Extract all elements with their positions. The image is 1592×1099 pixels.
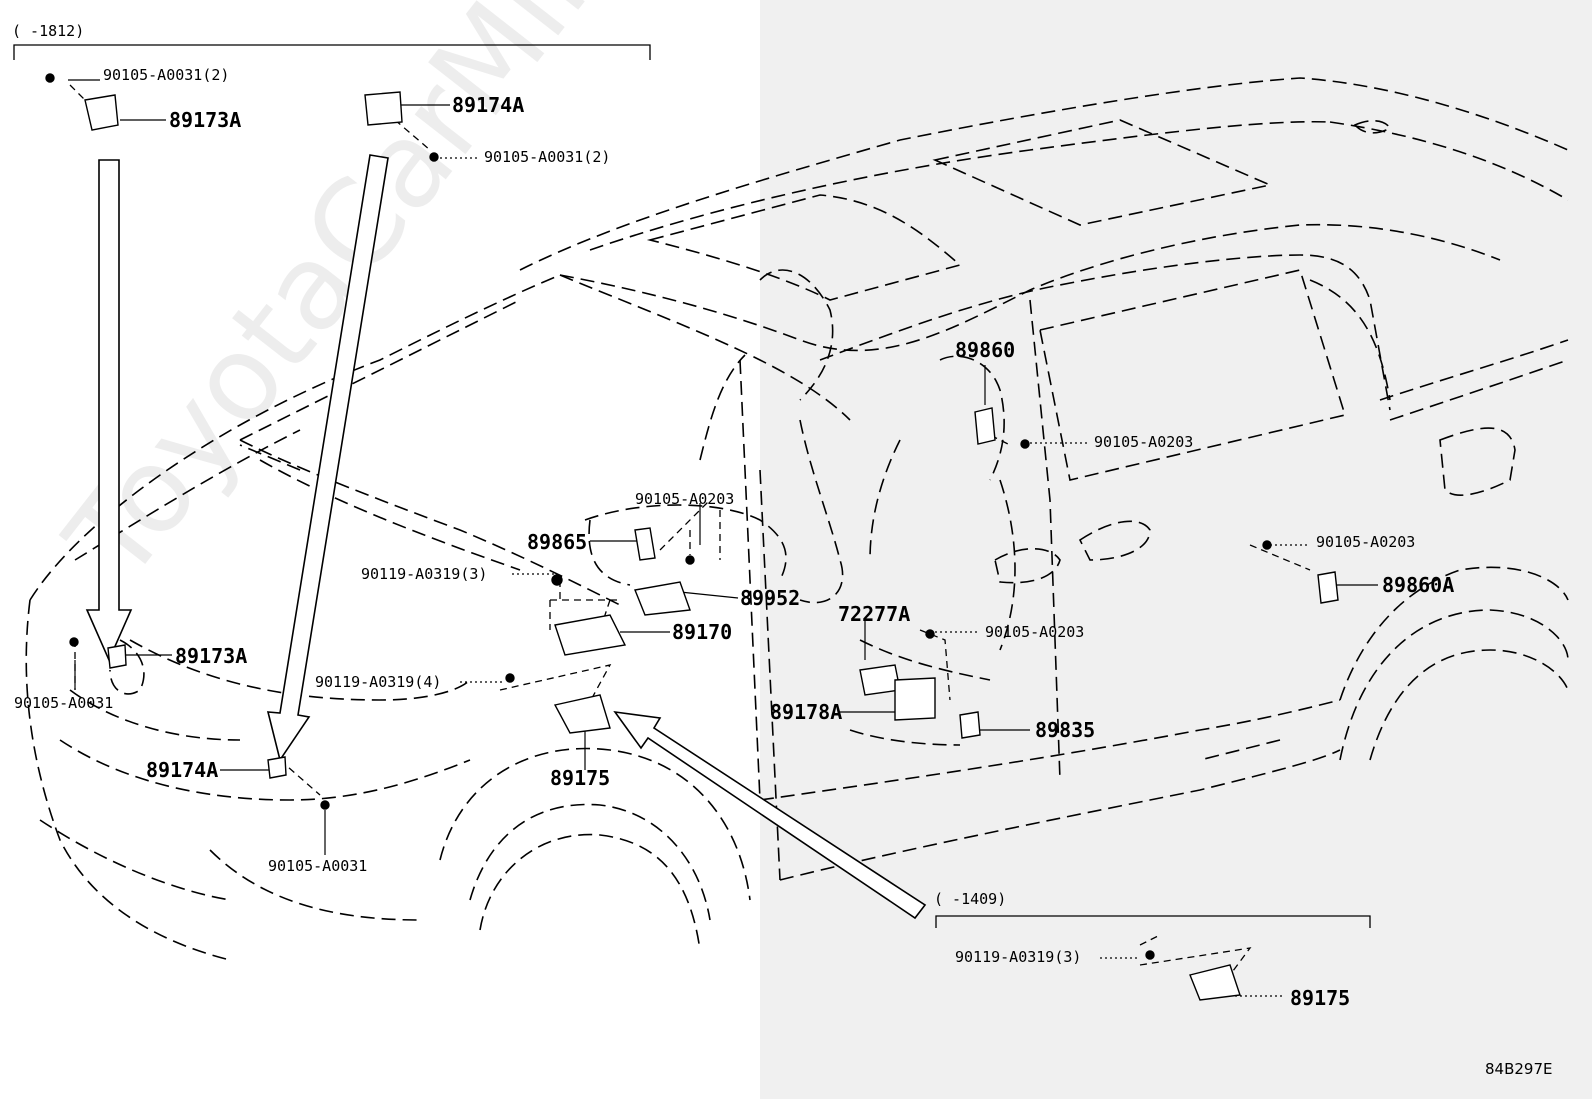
upper-left-range-label: ( -1812) <box>12 22 85 40</box>
diagram-id: 84B297E <box>1485 1060 1553 1078</box>
label-89860a: 89860A <box>1382 573 1455 597</box>
label-72277a: 72277A <box>838 602 911 626</box>
label-90105-a0203-a: 90105-A0203 <box>1094 433 1194 451</box>
label-90105-a0031-2-top: 90105-A0031(2) <box>103 66 230 84</box>
label-90105-a0031-bottom: 90105-A0031 <box>268 857 368 875</box>
leader-lines <box>68 79 1378 997</box>
label-90119-a0319-3: 90119-A0319(3) <box>361 565 488 583</box>
label-90105-a0031-2-mid: 90105-A0031(2) <box>484 148 611 166</box>
label-90105-a0031-left: 90105-A0031 <box>14 694 114 712</box>
label-90105-a0203-b: 90105-A0203 <box>635 490 735 508</box>
label-89175: 89175 <box>550 766 611 790</box>
label-89835: 89835 <box>1035 718 1096 742</box>
label-90119-a0319-3-detail: 90119-A0319(3) <box>955 948 1082 966</box>
callout-arrows <box>85 154 927 920</box>
component-icons <box>45 73 1339 1001</box>
label-89860: 89860 <box>955 338 1016 362</box>
label-89174a-bottom: 89174A <box>146 758 219 782</box>
vehicle-body-outline <box>25 77 1569 961</box>
label-89175-detail: 89175 <box>1290 986 1351 1010</box>
label-89173a-top: 89173A <box>169 108 242 132</box>
label-89865: 89865 <box>527 530 588 554</box>
range-brackets <box>13 44 1371 928</box>
label-89170: 89170 <box>672 620 733 644</box>
label-90105-a0203-c: 90105-A0203 <box>1316 533 1416 551</box>
label-89178a: 89178A <box>770 700 843 724</box>
lower-right-range-label: ( -1409) <box>934 890 1007 908</box>
label-89952: 89952 <box>740 586 801 610</box>
label-89174a-top: 89174A <box>452 93 525 117</box>
label-89173a-bottom: 89173A <box>175 644 248 668</box>
component-dash-lines <box>69 84 1311 976</box>
label-90119-a0319-4: 90119-A0319(4) <box>315 673 442 691</box>
label-90105-a0203-d: 90105-A0203 <box>985 623 1085 641</box>
